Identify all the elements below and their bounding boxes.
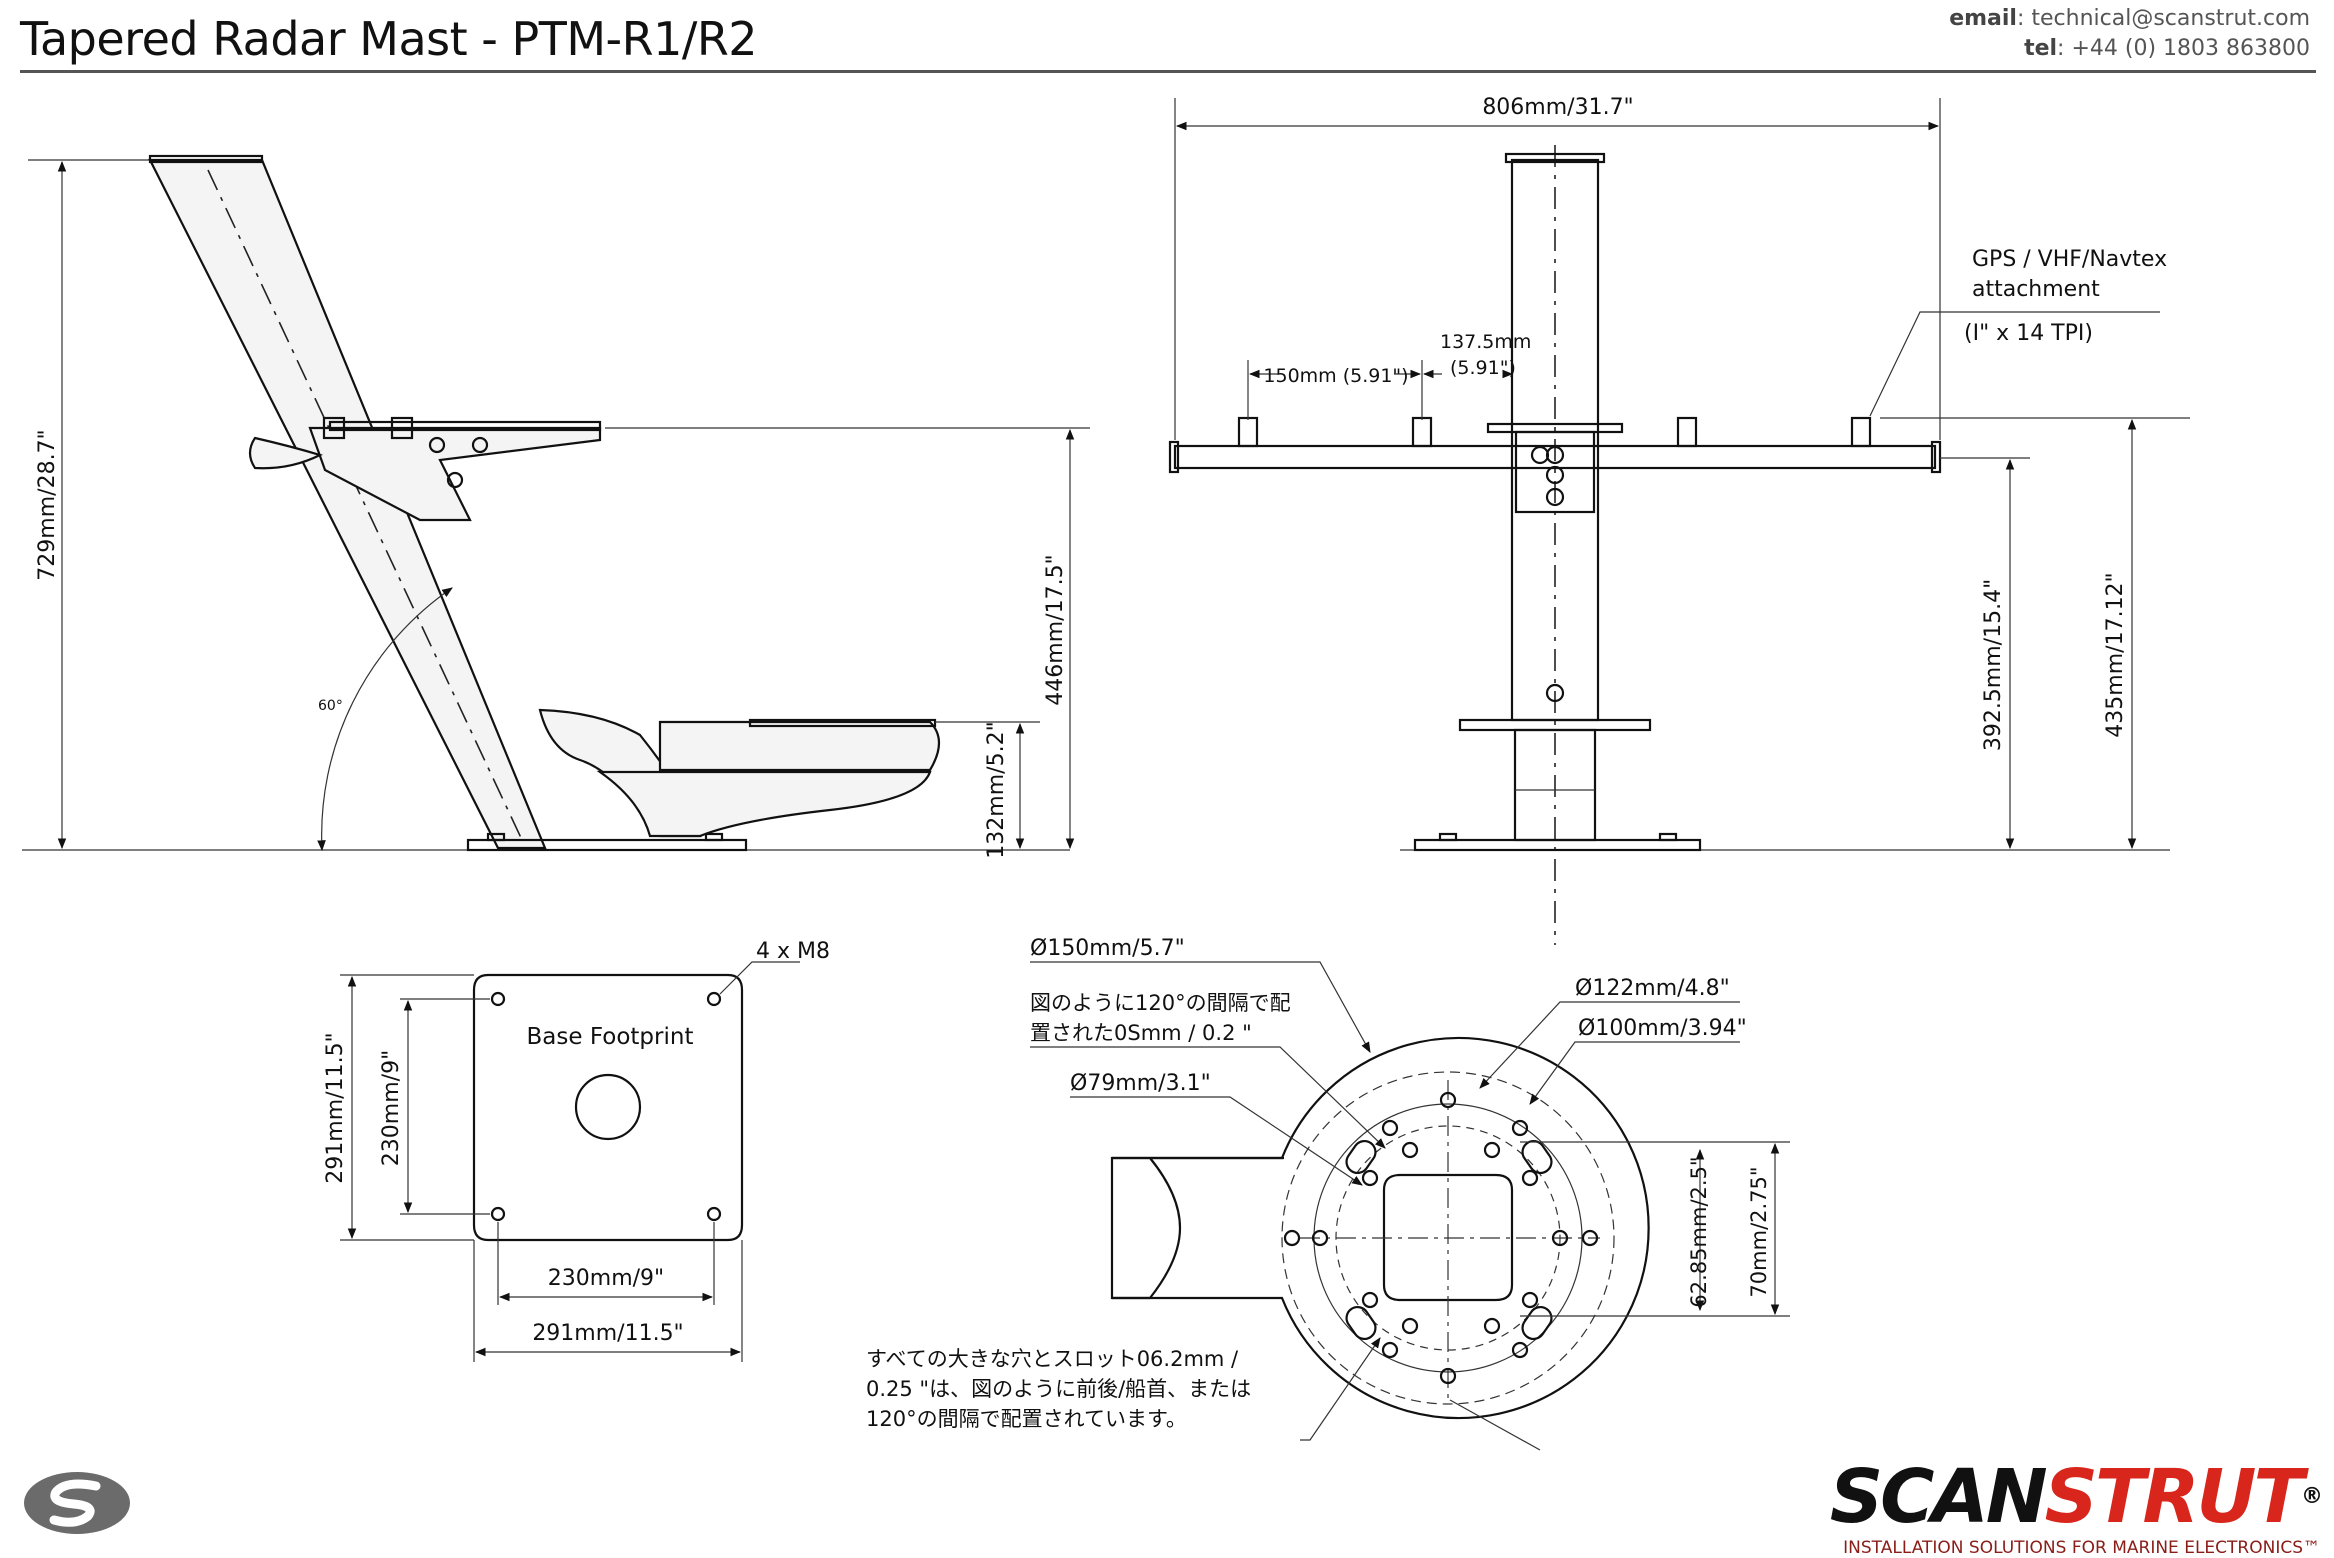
attachment-label-3: (I" x 14 TPI)	[1964, 321, 2093, 346]
top-d79: Ø79mm/3.1"	[1070, 1071, 1211, 1096]
base-bolts-label: 4 x M8	[756, 939, 830, 964]
contact-info: email: technical@scanstrut.com tel: +44 …	[1949, 4, 2310, 64]
base-footprint-label: Base Footprint	[527, 1024, 694, 1050]
angle-label: 60°	[318, 698, 343, 714]
front-view: 806mm/31.7" 150mm (5.91") 137.5mm (5.91"…	[1168, 95, 2190, 945]
base-footprint: Base Footprint 4 x M8 291mm/11.5" 230mm/…	[323, 939, 830, 1362]
top-jp-slot-1: すべての大きな穴とスロット06.2mm /	[866, 1347, 1239, 1371]
front-spacing-b-1: 137.5mm	[1440, 331, 1531, 353]
top-jp-note-2: 置された0Smm / 0.2 "	[1030, 1021, 1252, 1045]
tel-value: : +44 (0) 1803 863800	[2057, 36, 2310, 61]
top-plate: Ø150mm/5.7" 図のように120°の間隔で配 置された0Smm / 0.…	[866, 936, 1790, 1451]
top-jp-note-1: 図のように120°の間隔で配	[1030, 991, 1291, 1015]
front-width-total: 806mm/31.7"	[1482, 95, 1633, 120]
tel-line: tel: +44 (0) 1803 863800	[1949, 34, 2310, 64]
front-height-arm: 392.5mm/15.4"	[1981, 579, 2006, 751]
front-spacing-b-2: (5.91")	[1450, 357, 1516, 379]
top-h62: 62.85mm/2.5"	[1687, 1156, 1711, 1307]
page-title: Tapered Radar Mast - PTM-R1/R2	[20, 12, 758, 66]
base-outer-height: 291mm/11.5"	[323, 1032, 348, 1183]
front-spacing-a: 150mm (5.91")	[1263, 365, 1408, 387]
scanstrut-s-logo-icon	[24, 1472, 130, 1534]
tel-label: tel	[2024, 36, 2058, 61]
top-jp-slot-2: 0.25 "は、図のように前後/船首、または	[866, 1377, 1251, 1401]
brand-tagline: INSTALLATION SOLUTIONS FOR MARINE ELECTR…	[1843, 1538, 2320, 1558]
base-inner-height: 230mm/9"	[379, 1050, 404, 1166]
top-h70: 70mm/2.75"	[1747, 1166, 1771, 1297]
top-d100: Ø100mm/3.94"	[1578, 1016, 1747, 1041]
side-view: 60° 729mm/28.7" 446mm/17.5" 132mm/5.2"	[22, 154, 1090, 859]
side-height-lower: 132mm/5.2"	[984, 721, 1009, 858]
attachment-label-1: GPS / VHF/Navtex	[1972, 247, 2167, 272]
base-outer-width: 291mm/11.5"	[532, 1321, 683, 1346]
front-height-top: 435mm/17.12"	[2103, 572, 2128, 737]
top-jp-slot-3: 120°の間隔で配置されています。	[866, 1407, 1187, 1431]
brand-block: SCANSTRUT® INSTALLATION SOLUTIONS FOR MA…	[1790, 1454, 2323, 1558]
brand-logo: SCANSTRUT®	[1829, 1454, 2323, 1540]
top-d122: Ø122mm/4.8"	[1575, 976, 1730, 1001]
side-height-total: 729mm/28.7"	[35, 429, 60, 580]
top-d150: Ø150mm/5.7"	[1030, 936, 1185, 961]
email-label: email	[1949, 6, 2017, 31]
base-inner-width: 230mm/9"	[548, 1266, 664, 1291]
side-height-platform: 446mm/17.5"	[1043, 554, 1068, 705]
header-rule	[20, 70, 2316, 73]
email-line: email: technical@scanstrut.com	[1949, 4, 2310, 34]
attachment-label-2: attachment	[1972, 277, 2100, 302]
email-value[interactable]: : technical@scanstrut.com	[2016, 6, 2310, 31]
